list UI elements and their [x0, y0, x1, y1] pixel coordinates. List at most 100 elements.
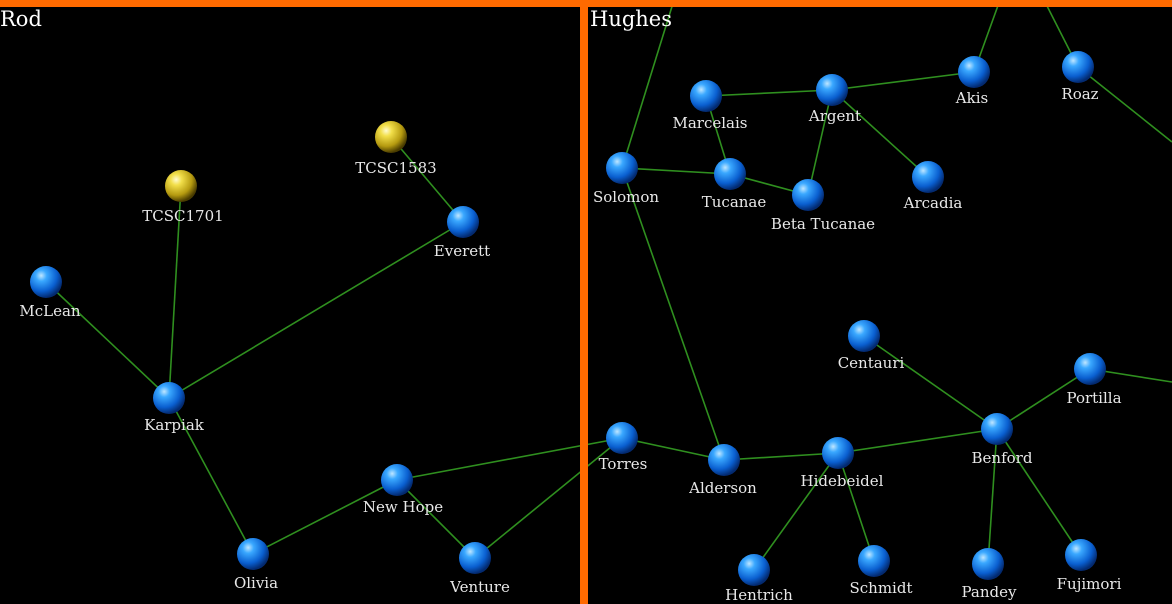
lane-solomon-alderson: [621, 167, 725, 461]
star-blue-icon[interactable]: [708, 444, 740, 476]
star-yellow-icon[interactable]: [165, 170, 197, 202]
star-blue-icon[interactable]: [858, 545, 890, 577]
star-blue-icon[interactable]: [690, 80, 722, 112]
system-tcsc1583[interactable]: TCSC1583: [355, 121, 437, 177]
lane-argent-akis: [831, 71, 975, 91]
system-venture[interactable]: Venture: [449, 542, 510, 596]
system-label: Tucanae: [702, 193, 767, 211]
star-blue-icon[interactable]: [822, 437, 854, 469]
lane-argent-arcadia: [831, 89, 929, 178]
system-centauri[interactable]: Centauri: [838, 320, 905, 372]
star-blue-icon[interactable]: [381, 464, 413, 496]
system-label: Venture: [449, 578, 510, 596]
star-blue-icon[interactable]: [972, 548, 1004, 580]
lane-benford-fujimori: [996, 428, 1082, 556]
star-blue-icon[interactable]: [981, 413, 1013, 445]
system-arcadia[interactable]: Arcadia: [903, 161, 963, 212]
system-marcelais[interactable]: Marcelais: [673, 80, 748, 132]
lane-newhope-torres: [396, 437, 623, 481]
system-solomon[interactable]: Solomon: [593, 152, 659, 206]
star-blue-icon[interactable]: [912, 161, 944, 193]
lane-mclean-karpiak: [45, 281, 170, 399]
system-olivia[interactable]: Olivia: [234, 538, 278, 592]
system-benford[interactable]: Benford: [972, 413, 1033, 467]
star-blue-icon[interactable]: [1062, 51, 1094, 83]
system-label: Everett: [434, 242, 490, 260]
system-label: Pandey: [962, 583, 1018, 601]
system-betatucanae[interactable]: Beta Tucanae: [771, 179, 875, 233]
lane-argent-betatucanae: [807, 89, 833, 196]
system-label: Olivia: [234, 574, 278, 592]
lane-offmap: [1077, 66, 1172, 143]
lane-tcsc1701-karpiak: [168, 185, 182, 399]
lane-benford-portilla: [996, 368, 1091, 430]
system-tcsc1701[interactable]: TCSC1701: [142, 170, 224, 225]
system-fujimori[interactable]: Fujimori: [1057, 539, 1122, 593]
system-akis[interactable]: Akis: [955, 56, 990, 107]
star-blue-icon[interactable]: [714, 158, 746, 190]
lane-hidebeidel-schmidt: [837, 452, 875, 562]
star-blue-icon[interactable]: [816, 74, 848, 106]
sector-label-rod: Rod: [0, 7, 42, 31]
system-label: New Hope: [363, 498, 443, 516]
lane-venture-torres: [474, 437, 623, 559]
system-label: Portilla: [1066, 389, 1121, 407]
system-hidebeidel[interactable]: Hidebeidel: [801, 437, 884, 490]
star-systems: TCSC1701 TCSC1583EverettMcLeanKarpiakOliv…: [19, 51, 1122, 604]
system-label: Torres: [599, 455, 648, 473]
lane-tcsc1583-everett: [390, 136, 464, 223]
system-label: Centauri: [838, 354, 905, 372]
system-schmidt[interactable]: Schmidt: [850, 545, 913, 597]
lane-marcelais-argent: [705, 89, 833, 97]
star-blue-icon[interactable]: [1074, 353, 1106, 385]
lane-karpiak-olivia: [168, 397, 254, 555]
system-label: Hentrich: [725, 586, 793, 604]
system-karpiak[interactable]: Karpiak: [144, 382, 205, 434]
star-blue-icon[interactable]: [1065, 539, 1097, 571]
system-label: Beta Tucanae: [771, 215, 875, 233]
system-everett[interactable]: Everett: [434, 206, 490, 260]
system-pandey[interactable]: Pandey: [962, 548, 1018, 601]
star-blue-icon[interactable]: [606, 152, 638, 184]
star-blue-icon[interactable]: [792, 179, 824, 211]
star-blue-icon[interactable]: [848, 320, 880, 352]
system-label: Roaz: [1061, 85, 1098, 103]
star-blue-icon[interactable]: [30, 266, 62, 298]
star-blue-icon[interactable]: [606, 422, 638, 454]
lane-solomon-tucanae: [621, 167, 731, 175]
lane-alderson-hidebeidel: [723, 452, 839, 461]
sector-label-hughes: Hughes: [590, 7, 672, 31]
system-alderson[interactable]: Alderson: [688, 444, 757, 497]
system-newhope[interactable]: New Hope: [363, 464, 443, 516]
system-label: Benford: [972, 449, 1033, 467]
system-portilla[interactable]: Portilla: [1066, 353, 1122, 407]
system-label: Karpiak: [144, 416, 205, 434]
lane-torres-alderson: [621, 437, 725, 461]
system-label: Alderson: [688, 479, 757, 497]
system-argent[interactable]: Argent: [808, 74, 861, 125]
system-tucanae[interactable]: Tucanae: [702, 158, 767, 211]
jump-lanes: [45, 71, 1091, 571]
lane-newhope-venture: [396, 479, 476, 559]
star-blue-icon[interactable]: [153, 382, 185, 414]
lane-benford-pandey: [987, 428, 998, 565]
system-mclean[interactable]: McLean: [19, 266, 81, 320]
system-label: Solomon: [593, 188, 659, 206]
star-yellow-icon[interactable]: [375, 121, 407, 153]
lane-hidebeidel-hentrich: [753, 452, 839, 571]
system-roaz[interactable]: Roaz: [1061, 51, 1099, 103]
system-label: TCSC1583: [355, 159, 436, 177]
system-label: Fujimori: [1057, 575, 1122, 593]
system-label: Schmidt: [850, 579, 913, 597]
system-torres[interactable]: Torres: [599, 422, 648, 473]
lane-hidebeidel-benford: [837, 428, 998, 454]
system-hentrich[interactable]: Hentrich: [725, 554, 793, 604]
star-blue-icon[interactable]: [958, 56, 990, 88]
star-blue-icon[interactable]: [237, 538, 269, 570]
sector-divider: [580, 0, 588, 604]
star-blue-icon[interactable]: [738, 554, 770, 586]
star-blue-icon[interactable]: [447, 206, 479, 238]
star-blue-icon[interactable]: [459, 542, 491, 574]
